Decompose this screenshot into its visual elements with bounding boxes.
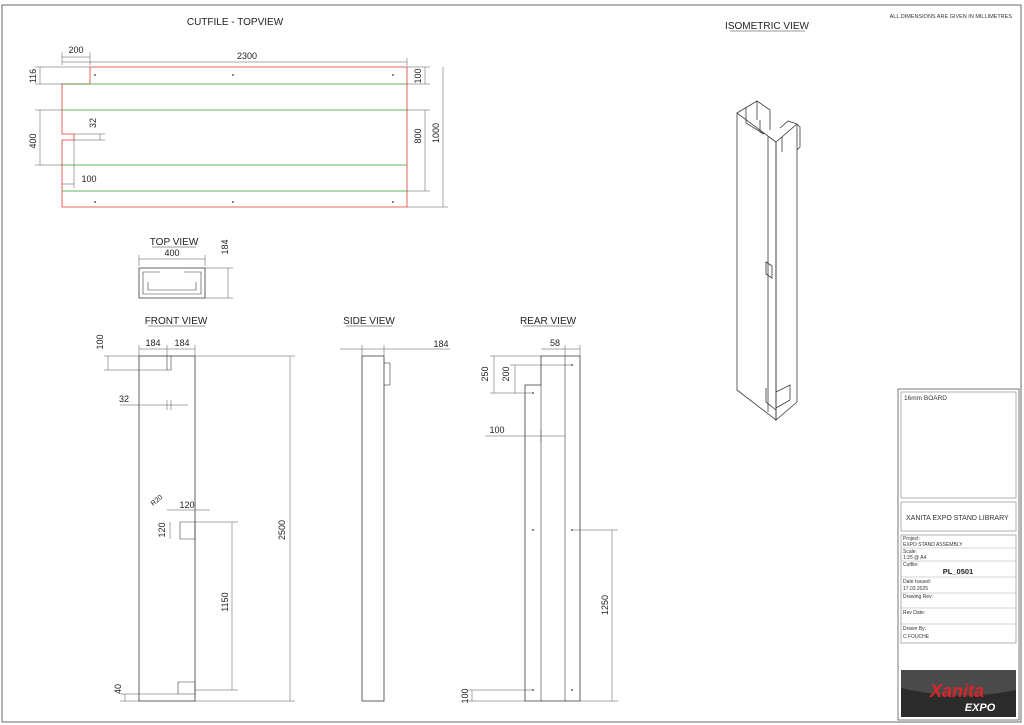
dim-label: 184 [433,339,448,349]
side-view: SIDE VIEW 184 [340,316,450,702]
dim-label: 184 [145,338,160,348]
dim-label: 58 [550,338,560,348]
cutfile-outline [61,66,408,208]
dim-label: 184 [174,338,189,348]
dim-label: 1000 [431,123,441,143]
cutfile-topview: CUTFILE - TOPVIEW 200 2300 116 400 32 10… [28,17,448,208]
dim-label: 2300 [237,51,257,61]
drawn-label: Drawn By: [903,626,926,632]
dim-label: 100 [489,425,504,435]
dim-label: 184 [220,239,230,254]
scale-label: Scale: [903,549,917,555]
dim-label: 40 [113,684,123,694]
dim-label: R20 [150,494,164,508]
dim-label: 32 [119,394,129,404]
scale-value: 1:25 @ A4 [903,555,927,561]
isometric-view-title: ISOMETRIC VIEW [725,21,809,32]
rear-view: REAR VIEW 58 250 200 100 1250 100 [460,316,618,704]
front-view-title: FRONT VIEW [145,316,208,327]
dim-label: 400 [164,248,179,258]
date-value: 17.03.2025 [903,586,928,592]
logo-subtext: EXPO [965,702,996,714]
cutfile-value: PL_0501 [943,567,973,576]
material-label: 16mm BOARD [904,395,947,402]
dim-label: 1150 [220,592,230,611]
dim-label: 100 [413,68,423,83]
dim-label: 100 [81,174,96,184]
top-view: TOP VIEW 400 184 [138,237,233,299]
project-value: EXPO STAND ASSEMBLY [903,542,963,548]
cutfile-label: Cutfile: [903,562,919,568]
dim-label: 400 [28,133,38,148]
side-view-title: SIDE VIEW [343,316,395,327]
dim-label: 100 [95,334,105,349]
dim-label: 250 [480,366,490,381]
top-view-title: TOP VIEW [150,237,199,248]
rev-label: Drawing Rev: [903,594,933,600]
dim-label: 200 [501,366,511,381]
rev-date-label: Rev Date: [903,610,925,616]
front-view: FRONT VIEW 184 184 100 32 R20 120 120 11… [95,316,295,702]
units-note: ALL DIMENSIONS ARE GIVEN IN MILLIMETRES [890,14,1013,20]
date-label: Date Issued: [903,579,931,585]
drawn-value: C FOUCHE [903,634,930,640]
dim-label: 800 [413,128,423,143]
dim-label: 32 [88,118,98,128]
isometric-view: ISOMETRIC VIEW [725,21,810,421]
dim-label: 200 [68,45,83,55]
sheet-border [1,4,1022,723]
dim-label: 120 [179,500,194,510]
dim-label: 100 [460,688,470,703]
dim-label: 116 [28,69,38,83]
logo-text: Xanita [929,681,984,701]
cutfile-title: CUTFILE - TOPVIEW [187,17,284,28]
dim-label: 120 [157,522,167,537]
library-label: XANITA EXPO STAND LIBRARY [906,515,1009,522]
project-label: Project: [903,536,920,542]
title-block: 16mm BOARD XANITA EXPO STAND LIBRARY Pro… [897,388,1020,721]
dim-label: 2500 [277,520,287,540]
dim-label: 1250 [600,595,610,615]
rear-view-title: REAR VIEW [520,316,577,327]
